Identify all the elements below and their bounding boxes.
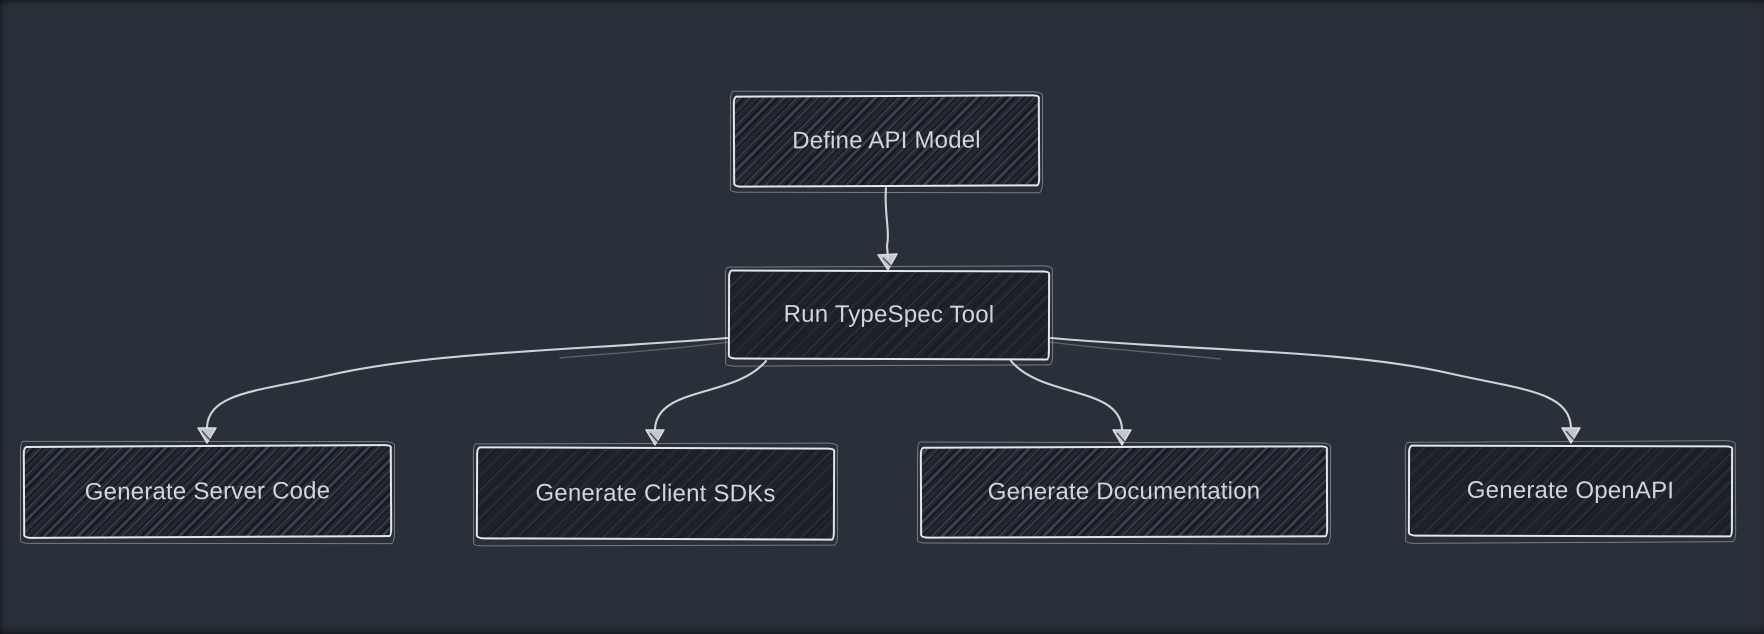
node-label: Generate OpenAPI <box>1466 476 1675 505</box>
node-define-api-model: Define API Model <box>732 94 1041 188</box>
edge-sketch-overdraw <box>1048 341 1221 360</box>
edge-run-typespec-tool-to-generate-documentation <box>1009 359 1124 431</box>
arrowhead-icon <box>1561 427 1581 444</box>
arrowhead-hatch <box>201 430 211 441</box>
edge-sketch-overdraw <box>559 341 730 359</box>
node-label: Generate Documentation <box>987 477 1261 506</box>
arrowhead-icon <box>645 429 665 446</box>
node-generate-documentation: Generate Documentation <box>919 445 1329 539</box>
arrowhead-icon <box>197 427 217 444</box>
node-label: Run TypeSpec Tool <box>783 300 995 329</box>
node-generate-openapi: Generate OpenAPI <box>1407 444 1734 538</box>
node-label: Generate Server Code <box>84 476 331 506</box>
arrowhead-hatch <box>649 432 659 443</box>
node-generate-client-sdks: Generate Client SDKs <box>475 446 836 541</box>
node-generate-server-code: Generate Server Code <box>22 444 393 539</box>
node-label: Generate Client SDKs <box>535 479 776 507</box>
arrowhead-icon <box>1112 429 1132 446</box>
arrowhead-hatch <box>1116 432 1126 443</box>
edge-define-api-model-to-run-typespec-tool <box>884 186 890 260</box>
edge-run-typespec-tool-to-generate-server-code <box>205 336 729 429</box>
arrowhead-hatch <box>1565 430 1575 441</box>
edge-run-typespec-tool-to-generate-openapi <box>1049 336 1573 429</box>
node-label: Define API Model <box>792 126 981 155</box>
edge-run-typespec-tool-to-generate-client-sdks <box>653 359 768 431</box>
node-run-typespec-tool: Run TypeSpec Tool <box>727 269 1051 361</box>
arrowhead-hatch <box>882 257 892 267</box>
